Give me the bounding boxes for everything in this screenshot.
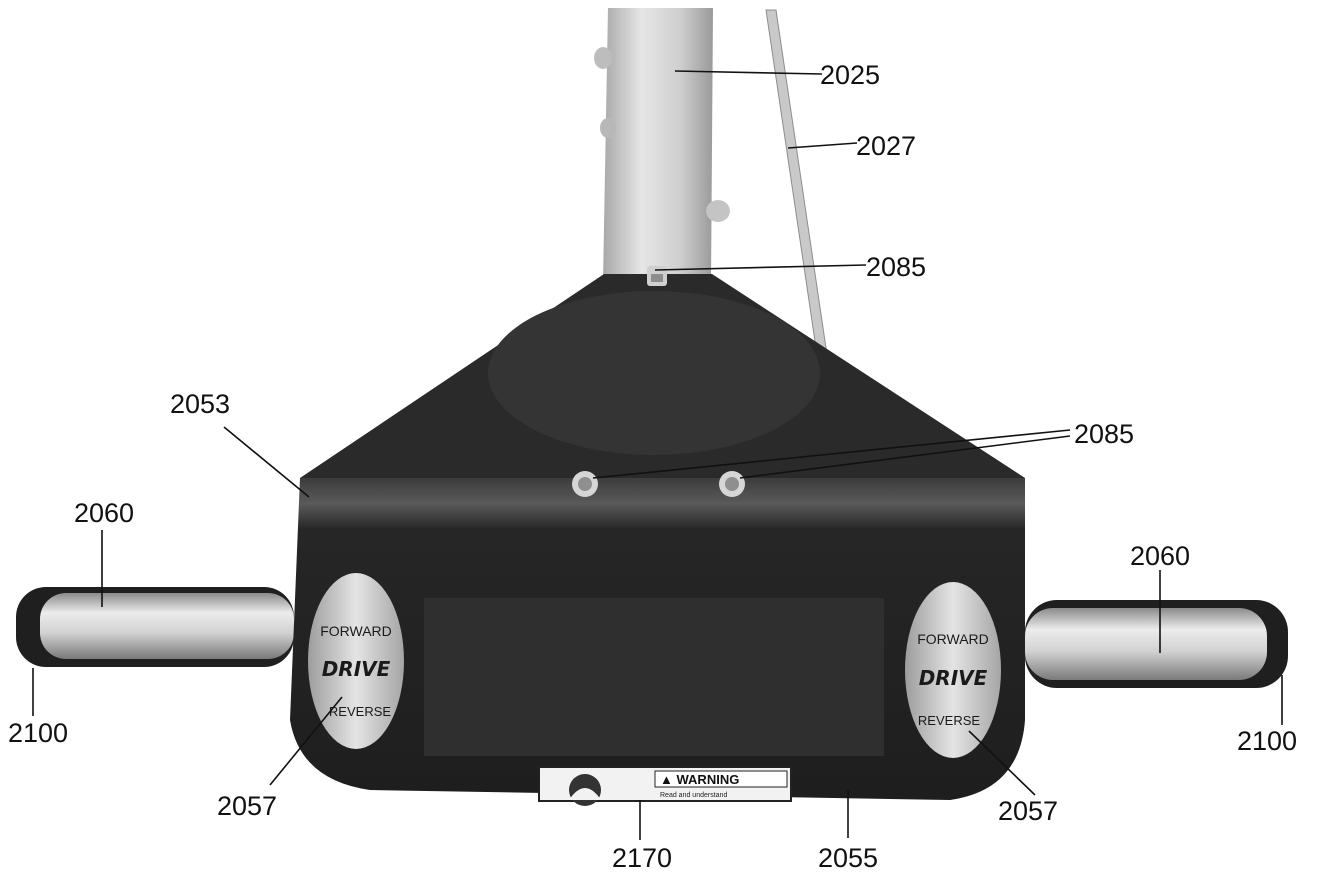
label-2085-lower: 2085 [1074, 419, 1134, 449]
label-2057-right: 2057 [998, 796, 1058, 826]
leader-2085-top [654, 264, 867, 271]
right-decal-forward: FORWARD [917, 631, 989, 647]
leader-2027 [787, 142, 858, 149]
label-2027: 2027 [856, 131, 916, 161]
label-2060-right: 2060 [1130, 541, 1190, 571]
right-decal-reverse: REVERSE [918, 713, 980, 728]
label-2100-left: 2100 [8, 718, 68, 748]
fastener-right [719, 471, 745, 497]
redacted-panel [424, 598, 884, 756]
upper-tube [603, 8, 713, 282]
label-2055: 2055 [818, 843, 878, 873]
left-decal-drive: DRIVE [322, 657, 391, 681]
control-rod [765, 9, 827, 349]
label-2060-left: 2060 [74, 498, 134, 528]
warning-pictogram [569, 788, 601, 800]
warning-label: ▲ WARNING Read and understand [538, 766, 792, 806]
label-2100-right: 2100 [1237, 726, 1297, 756]
tube-knob [594, 47, 612, 69]
warning-title: ▲ WARNING [660, 772, 739, 787]
leader-2025 [674, 70, 823, 75]
redacted-region [488, 291, 820, 455]
label-2170: 2170 [612, 843, 672, 873]
fastener-left [572, 471, 598, 497]
left-grip-chrome [40, 593, 294, 659]
left-decal-reverse: REVERSE [329, 704, 391, 719]
label-2057-left: 2057 [217, 791, 277, 821]
warning-body: Read and understand [660, 792, 727, 799]
left-decal: FORWARD DRIVE REVERSE [308, 573, 404, 749]
right-grip-chrome [1025, 608, 1267, 680]
right-decal-drive: DRIVE [919, 666, 988, 690]
label-2025: 2025 [820, 60, 880, 90]
leader-2057-left [269, 696, 343, 786]
right-decal: FORWARD DRIVE REVERSE [905, 582, 1001, 758]
label-2053: 2053 [170, 389, 230, 419]
leader-2057-right [968, 730, 1036, 796]
left-decal-forward: FORWARD [320, 623, 392, 639]
leader-2085-b [739, 435, 1071, 479]
top-fastener-shadow [651, 274, 663, 282]
tube-knob [600, 118, 616, 138]
label-2085-top: 2085 [866, 252, 926, 282]
leader-2053 [223, 426, 310, 498]
leader-2085-a [592, 429, 1071, 479]
tube-knob [706, 200, 730, 222]
